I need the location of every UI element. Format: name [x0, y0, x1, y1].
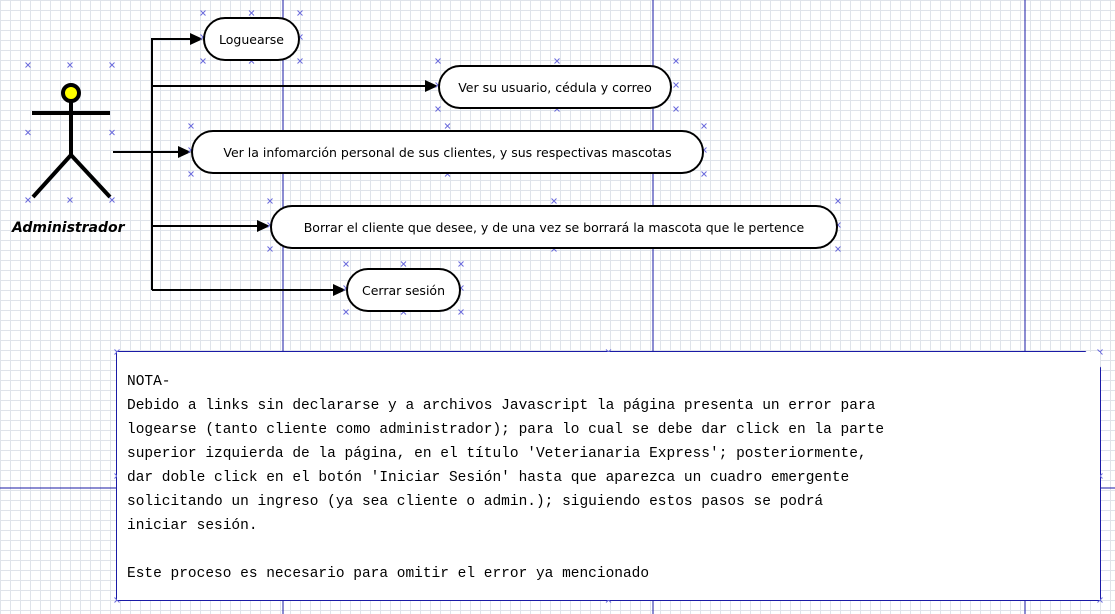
note-line: superior izquierda de la página, en el t… [127, 446, 867, 462]
selection-handle [458, 261, 464, 267]
selection-handle [67, 62, 73, 68]
selection-handle [673, 58, 679, 64]
note-line: iniciar sesión. [127, 518, 258, 534]
association-lines [113, 38, 427, 291]
selection-handle [458, 309, 464, 315]
selection-handle [297, 58, 303, 64]
note-line: logearse (tanto cliente como administrad… [127, 422, 885, 438]
selection-handle [701, 123, 707, 129]
actor-head [61, 83, 81, 103]
arrowhead [257, 220, 270, 232]
selection-handle [200, 58, 206, 64]
arrowhead [333, 284, 346, 296]
usecase-label: Borrar el cliente que desee, y de una ve… [303, 219, 805, 235]
selection-handle [188, 123, 194, 129]
note-line: solicitando un ingreso (ya sea cliente o… [127, 494, 824, 510]
note-box[interactable]: NOTA- Debido a links sin declararse y a … [117, 352, 1100, 600]
selection-handle [400, 261, 407, 267]
note-spacer [127, 538, 1090, 562]
usecase-loguearse[interactable]: Loguearse [203, 17, 300, 61]
selection-handle [109, 62, 115, 68]
selection-handle [267, 246, 273, 252]
usecase-label: Loguearse [219, 31, 284, 47]
selection-handle [25, 62, 31, 68]
selection-handle [551, 198, 557, 204]
actor-figure[interactable] [31, 83, 112, 199]
selection-handle [554, 58, 560, 64]
selection-handle [109, 129, 115, 136]
selection-handle [188, 171, 194, 177]
usecase-borrar-cliente[interactable]: Borrar el cliente que desee, y de una ve… [270, 205, 838, 249]
usecase-label: Ver la infomarción personal de sus clien… [223, 144, 672, 160]
usecase-ver-clientes[interactable]: Ver la infomarción personal de sus clien… [191, 130, 704, 174]
note-line: dar doble click en el botón 'Iniciar Ses… [127, 470, 850, 486]
selection-handle [248, 10, 255, 16]
note-line: NOTA- [127, 374, 171, 390]
arrowhead [178, 146, 191, 158]
usecase-ver-usuario[interactable]: Ver su usuario, cédula y correo [438, 65, 672, 109]
selection-handle [701, 171, 707, 177]
arrowheads [178, 33, 438, 296]
note-line: Debido a links sin declararse y a archiv… [127, 398, 876, 414]
usecase-label: Ver su usuario, cédula y correo [458, 79, 652, 95]
selection-handle [835, 246, 841, 252]
selection-handle [297, 10, 303, 16]
selection-handle [267, 198, 273, 204]
note-footer: Este proceso es necesario para omitir el… [127, 566, 650, 582]
selection-handle [25, 129, 31, 136]
selection-handle [343, 309, 349, 315]
selection-handle [67, 197, 73, 203]
selection-handle [435, 106, 441, 112]
selection-handle [343, 261, 349, 267]
selection-handle [673, 82, 679, 88]
selection-handle [444, 123, 451, 129]
selection-handle [25, 197, 31, 203]
actor-label: Administrador [12, 220, 125, 236]
selection-handle [673, 106, 679, 112]
selection-handle [435, 58, 441, 64]
usecase-cerrar-sesion[interactable]: Cerrar sesión [346, 268, 461, 312]
arrowhead [190, 33, 203, 45]
usecase-label: Cerrar sesión [361, 282, 445, 298]
selection-handle [835, 198, 841, 204]
selection-handle [109, 197, 115, 203]
selection-handle [200, 10, 206, 16]
arrowhead [425, 80, 438, 92]
